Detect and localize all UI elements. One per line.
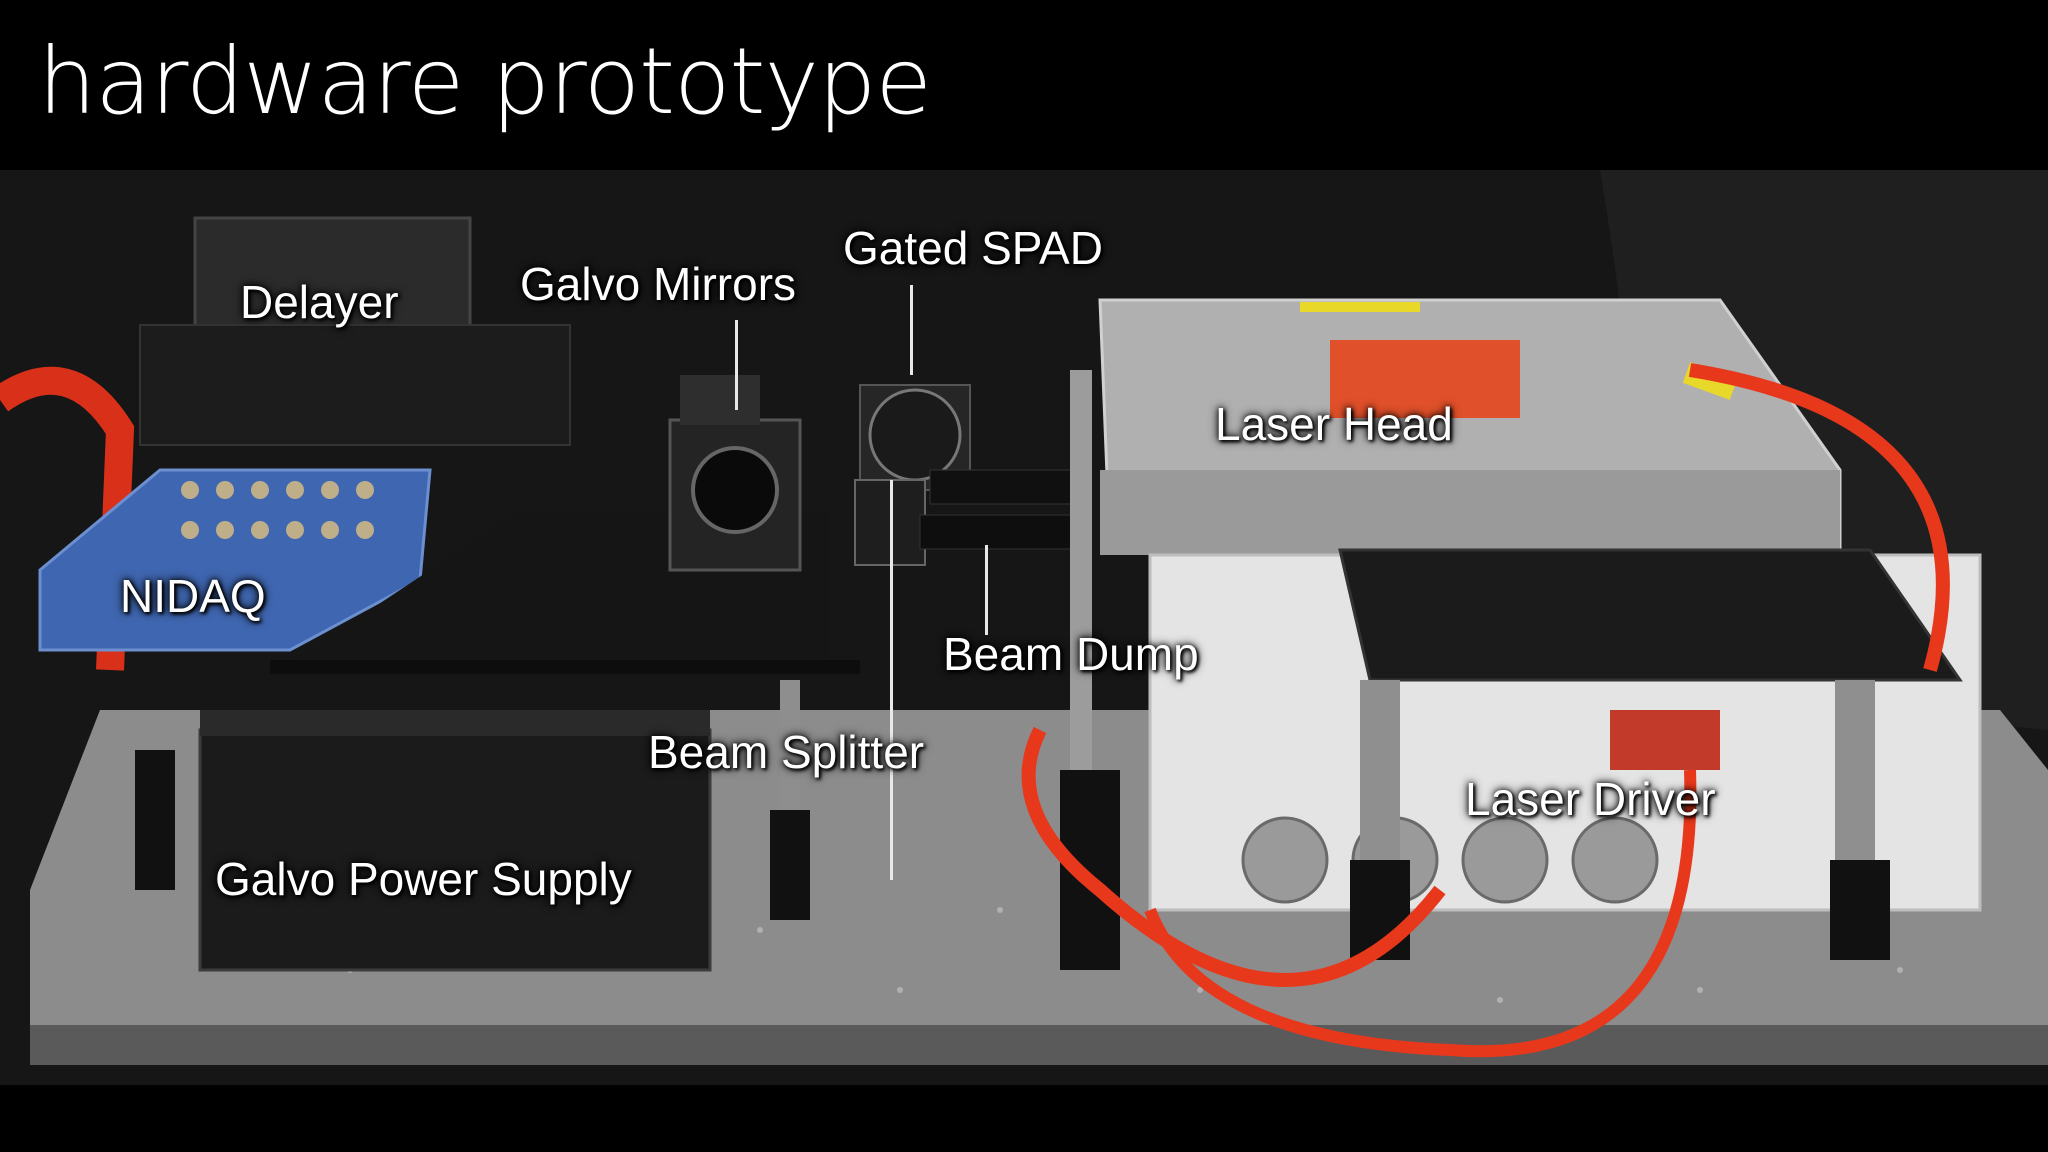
leader-beam-dump <box>985 545 988 635</box>
label-galvo-power-supply: Galvo Power Supply <box>215 853 632 905</box>
leader-gated-spad <box>910 285 913 375</box>
label-nidaq: NIDAQ <box>120 570 266 622</box>
galvo-power-supply <box>198 728 712 972</box>
leader-beam-splitter <box>890 480 893 880</box>
label-beam-splitter: Beam Splitter <box>648 726 925 778</box>
label-laser-head: Laser Head <box>1215 398 1453 450</box>
laser-warning-label <box>1330 340 1520 418</box>
hardware-photo: Delayer Galvo Mirrors Gated SPAD Laser H… <box>0 170 2048 1085</box>
label-beam-dump: Beam Dump <box>943 628 1199 680</box>
hardware-illustration <box>0 170 2048 1085</box>
leader-galvo-mirrors <box>735 320 738 410</box>
label-delayer: Delayer <box>240 276 399 328</box>
label-galvo-mirrors: Galvo Mirrors <box>520 258 797 310</box>
label-laser-driver: Laser Driver <box>1465 773 1716 825</box>
slide-title: hardware prototype <box>38 28 932 135</box>
label-gated-spad: Gated SPAD <box>843 222 1103 274</box>
laser-cable <box>1021 363 1950 987</box>
